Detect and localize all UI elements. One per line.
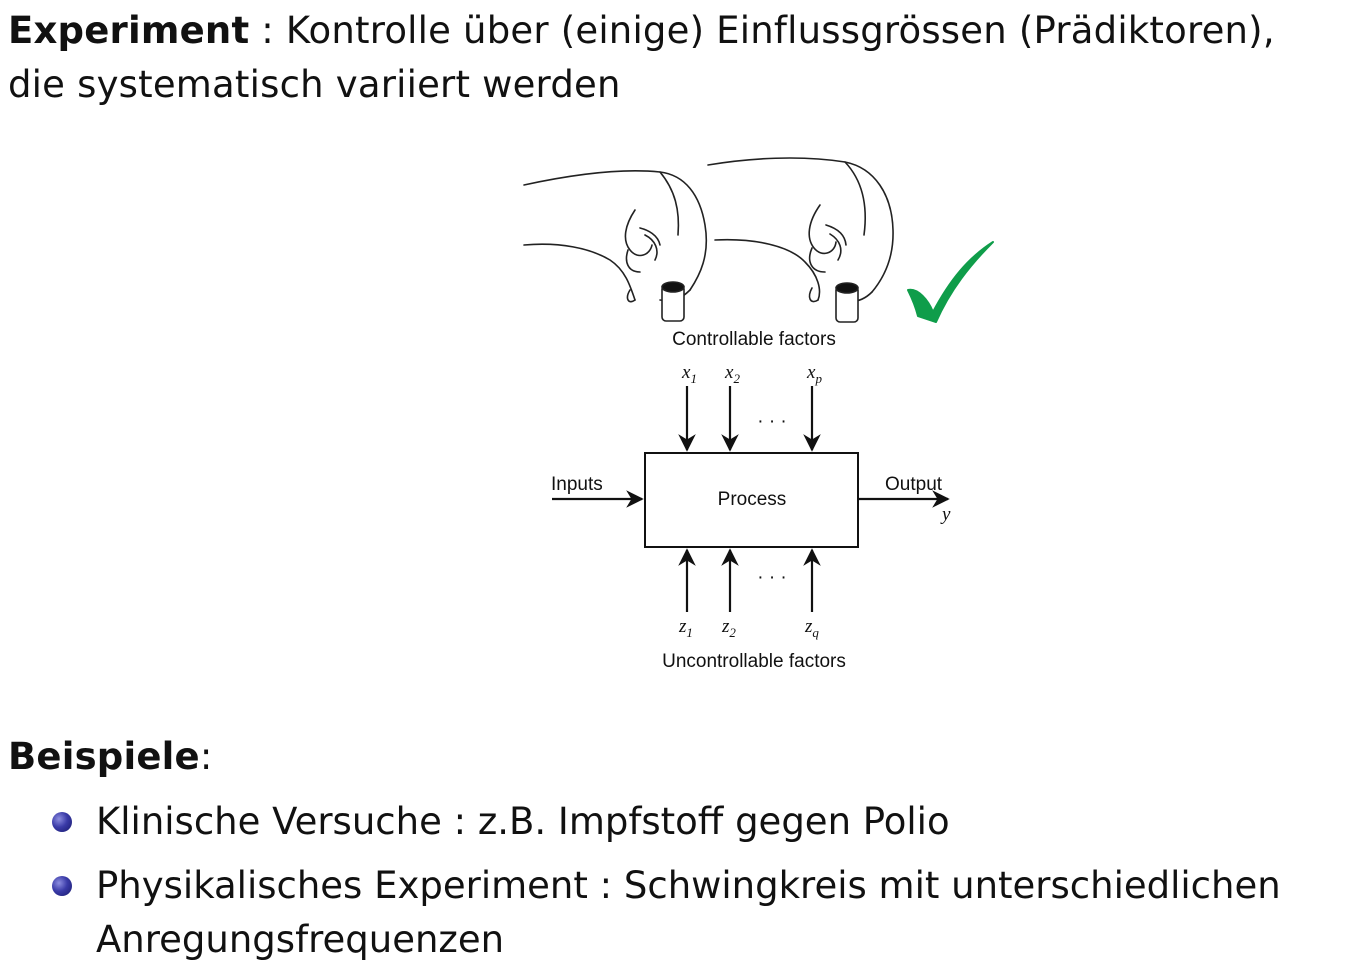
hand-illustration-right (707, 157, 894, 323)
process-diagram: Controllable factors x1 x2 xp · · · Proc… (523, 157, 994, 672)
zq-variable: zq (804, 616, 819, 640)
example-text: Klinische Versuche : z.B. Impfstoff gege… (96, 800, 950, 843)
bullet-icon (52, 812, 72, 832)
process-box (644, 452, 859, 548)
example-text: Physikalisches Experiment : Schwingkreis… (96, 864, 1281, 961)
z2-variable: z2 (721, 616, 736, 640)
xp-variable: xp (806, 362, 822, 386)
examples-heading-colon: : (199, 735, 213, 778)
bullet-icon (52, 876, 72, 896)
output-label: Output (885, 474, 943, 495)
list-item: Physikalisches Experiment : Schwingkreis… (50, 859, 1320, 967)
examples-heading: Beispiele: (8, 730, 213, 784)
top-ellipsis: · · · (757, 411, 787, 432)
bottom-ellipsis: · · · (757, 567, 787, 588)
process-label: Process (718, 489, 787, 510)
z1-variable: z1 (678, 616, 693, 640)
hand-illustration-left (523, 170, 708, 322)
x1-variable: x1 (681, 362, 697, 386)
examples-list: Klinische Versuche : z.B. Impfstoff gege… (50, 795, 1320, 977)
output-variable: y (940, 504, 951, 525)
x2-variable: x2 (724, 362, 740, 386)
experiment-term: Experiment (8, 9, 250, 52)
uncontrollable-factors-label: Uncontrollable factors (662, 651, 846, 672)
experiment-definition: : Kontrolle über (einige) Einflussgrösse… (8, 9, 1275, 106)
controllable-factors-label: Controllable factors (672, 329, 836, 350)
checkmark-icon (907, 241, 994, 323)
examples-heading-text: Beispiele (8, 735, 200, 778)
list-item: Klinische Versuche : z.B. Impfstoff gege… (50, 795, 1320, 849)
intro-paragraph: Experiment : Kontrolle über (einige) Ein… (8, 4, 1338, 112)
inputs-label: Inputs (551, 474, 603, 495)
